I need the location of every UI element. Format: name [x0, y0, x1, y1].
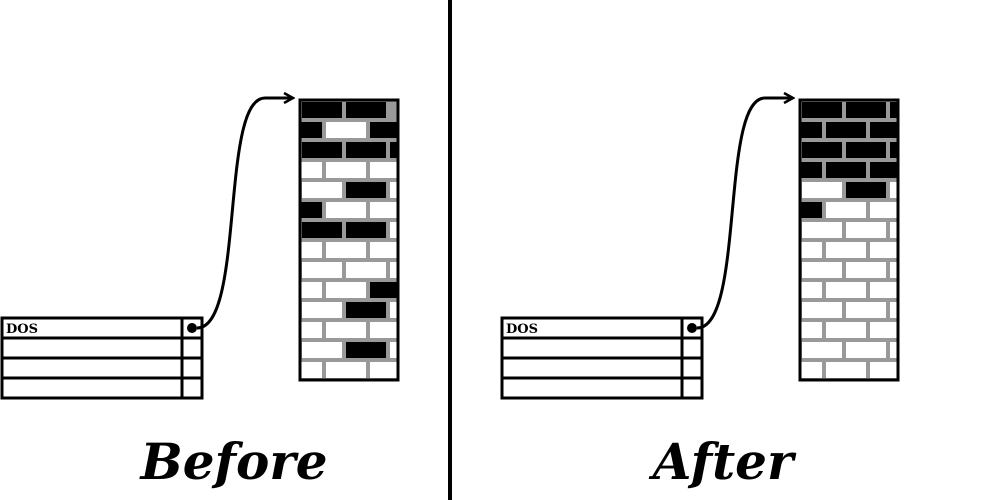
- brick-used: [846, 102, 886, 118]
- brick-free: [890, 182, 898, 198]
- brick-used: [346, 302, 386, 318]
- pointer-arrow: [696, 98, 793, 330]
- brick-free: [802, 342, 842, 358]
- brick-free: [870, 242, 898, 258]
- brick-free: [802, 222, 842, 238]
- brick-free: [800, 362, 822, 378]
- brick-free: [326, 362, 366, 378]
- brick-used: [302, 222, 342, 238]
- brick-free: [826, 322, 866, 338]
- brick-free: [800, 282, 822, 298]
- brick-used: [800, 122, 822, 138]
- caption-after: After: [652, 432, 794, 491]
- brick-free: [890, 262, 898, 278]
- brick-used: [302, 102, 342, 118]
- brick-used: [800, 162, 822, 178]
- brick-used: [802, 102, 842, 118]
- pointer-dot: [687, 323, 697, 333]
- brick-free: [390, 182, 398, 198]
- brick-free: [870, 202, 898, 218]
- brick-free: [326, 322, 366, 338]
- brick-free: [326, 122, 366, 138]
- brick-used: [300, 122, 322, 138]
- brick-free: [826, 202, 866, 218]
- brick-used: [346, 102, 386, 118]
- brick-free: [826, 282, 866, 298]
- brick-used: [300, 202, 322, 218]
- brick-used: [346, 222, 386, 238]
- panel-before: DOS: [0, 98, 400, 400]
- table-label-dos: DOS: [6, 322, 38, 337]
- brick-free: [370, 202, 398, 218]
- brick-free: [870, 282, 898, 298]
- brick-free: [802, 302, 842, 318]
- brick-used: [390, 142, 398, 158]
- brick-free: [800, 242, 822, 258]
- disk-column-border: [798, 98, 900, 382]
- brick-used: [346, 182, 386, 198]
- brick-used: [346, 342, 386, 358]
- brick-used: [370, 282, 398, 298]
- brick-free: [846, 342, 886, 358]
- brick-used: [846, 142, 886, 158]
- brick-free: [802, 182, 842, 198]
- brick-free: [302, 342, 342, 358]
- disk-column: [798, 98, 900, 382]
- caption-before: Before: [140, 432, 328, 491]
- brick-used: [870, 162, 898, 178]
- panel-after: DOS: [500, 98, 900, 400]
- brick-used: [370, 122, 398, 138]
- brick-free: [870, 362, 898, 378]
- brick-free: [326, 202, 366, 218]
- brick-free: [302, 182, 342, 198]
- brick-free: [300, 282, 322, 298]
- brick-free: [846, 302, 886, 318]
- brick-free: [390, 342, 398, 358]
- brick-free: [370, 162, 398, 178]
- brick-used: [846, 182, 886, 198]
- table-label-dos: DOS: [506, 322, 538, 337]
- pointer-dot: [187, 323, 197, 333]
- brick-free: [390, 302, 398, 318]
- brick-used: [890, 142, 898, 158]
- brick-used: [890, 102, 898, 118]
- brick-free: [346, 262, 386, 278]
- brick-free: [300, 362, 322, 378]
- brick-free: [370, 242, 398, 258]
- brick-free: [326, 162, 366, 178]
- brick-free: [300, 242, 322, 258]
- brick-used: [826, 122, 866, 138]
- brick-used: [802, 142, 842, 158]
- brick-free: [890, 222, 898, 238]
- disk-column: [298, 98, 400, 382]
- brick-used: [346, 142, 386, 158]
- brick-free: [302, 262, 342, 278]
- brick-free: [890, 342, 898, 358]
- brick-free: [370, 362, 398, 378]
- brick-free: [870, 322, 898, 338]
- brick-free: [390, 262, 398, 278]
- brick-free: [846, 222, 886, 238]
- pointer-arrow: [196, 98, 293, 330]
- brick-free: [390, 102, 398, 118]
- brick-free: [326, 282, 366, 298]
- brick-free: [802, 262, 842, 278]
- brick-free: [846, 262, 886, 278]
- brick-used: [302, 142, 342, 158]
- brick-free: [890, 302, 898, 318]
- brick-free: [826, 362, 866, 378]
- brick-used: [826, 162, 866, 178]
- brick-free: [390, 222, 398, 238]
- brick-free: [300, 322, 322, 338]
- brick-free: [300, 162, 322, 178]
- brick-free: [800, 322, 822, 338]
- brick-free: [302, 302, 342, 318]
- brick-used: [870, 122, 898, 138]
- brick-free: [370, 322, 398, 338]
- disk-column-border: [298, 98, 400, 382]
- brick-used: [800, 202, 822, 218]
- brick-free: [826, 242, 866, 258]
- brick-free: [326, 242, 366, 258]
